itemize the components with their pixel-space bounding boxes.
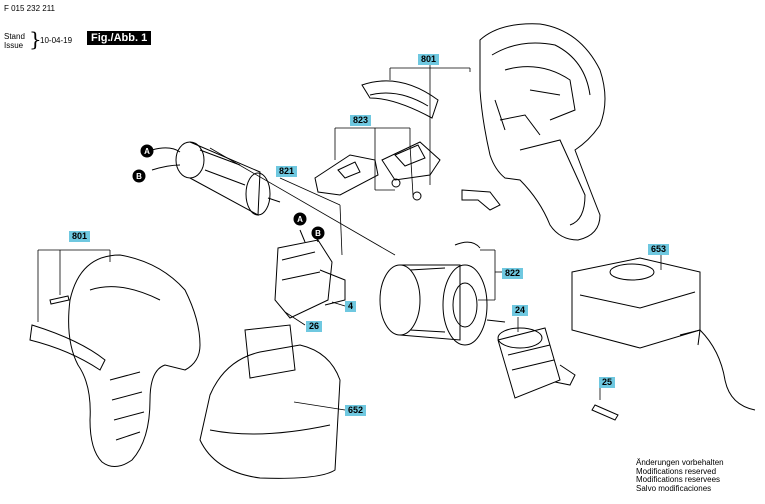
issue-date: 10-04-19 (40, 36, 73, 45)
switch-cover (361, 80, 439, 119)
callout-25: 25 (599, 377, 616, 388)
callout-801-top: 801 (418, 54, 440, 65)
stand-label: Stand (4, 32, 25, 41)
drill-chuck (497, 327, 576, 399)
gearbox (379, 241, 506, 346)
modification-notice: Änderungen vorbehalten Modifications res… (636, 458, 724, 493)
notice-line-de: Änderungen vorbehalten (636, 458, 724, 467)
selector-slider (314, 154, 379, 196)
callout-801-left: 801 (69, 231, 91, 242)
callout-653: 653 (648, 244, 670, 255)
notice-line-es: Salvo modificaciones (636, 483, 712, 493)
battery-charger (571, 257, 756, 411)
wire-marker-a2: A (297, 215, 303, 224)
callout-652: 652 (345, 405, 367, 416)
notice-line-en: Modifications reserved (636, 466, 717, 476)
callout-822: 822 (502, 268, 524, 279)
callout-26: 26 (306, 321, 323, 332)
notice-line-fr: Modifications reservees (636, 475, 721, 484)
wire-marker-b2: B (315, 229, 321, 238)
callout-4: 4 (345, 301, 357, 312)
leader-lines (37, 62, 662, 411)
wire-marker-a1: A (144, 147, 150, 156)
callout-821: 821 (276, 166, 298, 177)
spring-1 (391, 178, 401, 188)
brace-symbol: } (29, 27, 42, 51)
wire-marker-a1-circle (140, 144, 154, 158)
housing-shell-left (29, 254, 201, 467)
wire-marker-b2-circle (311, 226, 325, 240)
battery-pack (199, 324, 341, 479)
issue-label: Issue (4, 41, 24, 50)
housing-screw (49, 295, 70, 305)
figure-label: Fig./Abb. 1 (87, 31, 152, 45)
callout-823: 823 (350, 115, 372, 126)
spring-2 (412, 191, 422, 201)
clip-part (461, 189, 501, 211)
chuck-screw (591, 404, 619, 421)
wire-marker-a2-circle (293, 212, 307, 226)
motor (151, 141, 281, 216)
document-number: F 015 232 211 (4, 4, 56, 13)
selector-block (381, 141, 441, 181)
callout-24: 24 (512, 305, 529, 316)
wire-marker-b1: B (136, 172, 142, 181)
wire-marker-b1-circle (132, 169, 146, 183)
housing-shell-right (479, 23, 606, 241)
switch-module (274, 229, 346, 319)
